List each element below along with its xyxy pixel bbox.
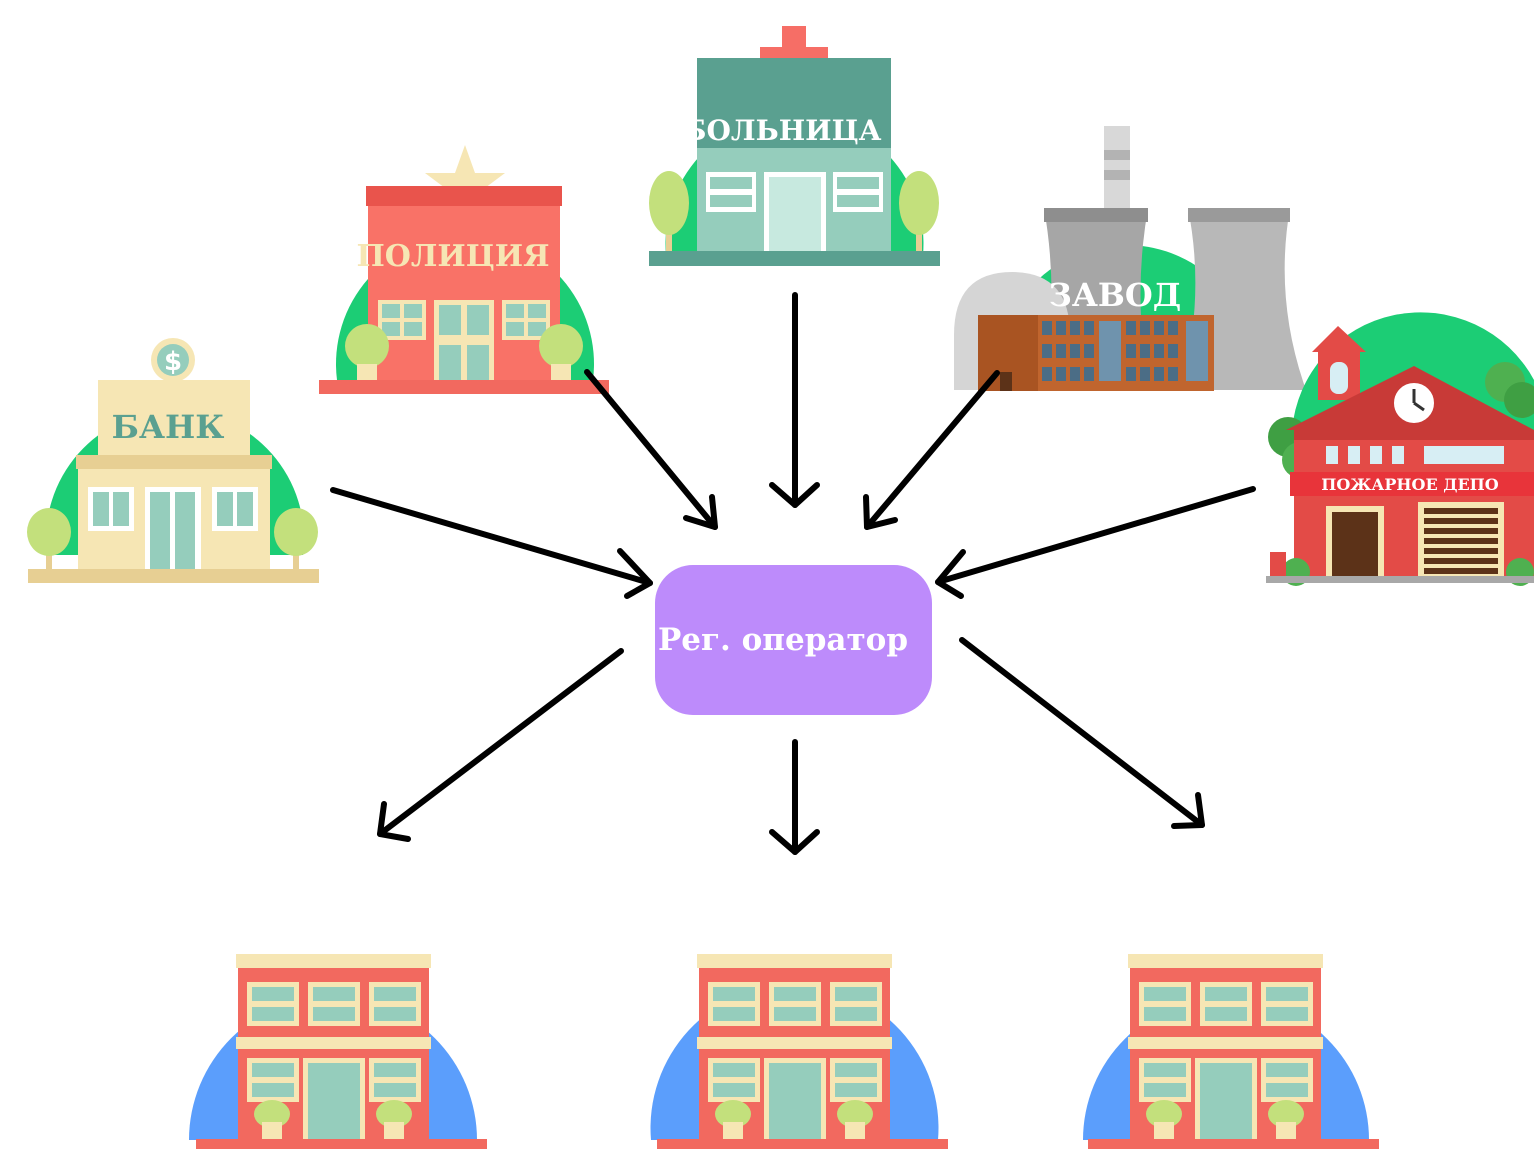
factory-label: ЗАВОД xyxy=(1049,276,1182,314)
factory-building-icon xyxy=(954,126,1306,391)
fire-station-building-icon xyxy=(1266,312,1534,586)
school-node-middle: ШКОЛА xyxy=(650,920,948,1149)
school-node-right: ШКОЛА xyxy=(1083,920,1379,1149)
school-label-right: ШКОЛА xyxy=(1152,920,1299,956)
operator-label: Рег. оператор xyxy=(658,622,908,658)
school-label-left: ШКОЛА xyxy=(259,920,406,956)
bank-node: $ БАНК xyxy=(27,338,319,583)
arrows xyxy=(330,292,1256,855)
arrow-fire-depot-to-operator xyxy=(935,486,1256,599)
arrow-operator-to-school-right xyxy=(959,637,1205,829)
arrow-operator-to-school-left xyxy=(377,648,624,842)
school-label-middle: ШКОЛА xyxy=(720,920,867,956)
arrow-operator-to-school-middle xyxy=(769,739,820,855)
arrow-police-to-operator xyxy=(584,369,718,530)
police-node: ПОЛИЦИЯ xyxy=(319,145,609,394)
bank-label: БАНК xyxy=(112,408,225,446)
operator-node: Рег. оператор xyxy=(655,565,932,715)
hospital-node: БОЛЬНИЦА xyxy=(649,26,940,266)
police-building-icon xyxy=(319,145,609,394)
school-building-icon xyxy=(1083,954,1379,1149)
school-building-icon xyxy=(189,954,487,1149)
hospital-building-icon xyxy=(649,26,940,266)
arrow-factory-to-operator xyxy=(863,370,1000,530)
svg-text:$: $ xyxy=(164,347,182,377)
fire-depot-node: ПОЖАРНОЕ ДЕПО xyxy=(1266,312,1534,586)
factory-node: ЗАВОД xyxy=(954,126,1306,391)
operator-box xyxy=(655,565,932,715)
arrow-hospital-to-operator xyxy=(769,292,820,508)
school-building-icon xyxy=(650,954,948,1149)
school-node-left: ШКОЛА xyxy=(189,920,487,1149)
hospital-label: БОЛЬНИЦА xyxy=(683,114,882,147)
arrow-bank-to-operator xyxy=(330,487,653,599)
bank-building-icon: $ xyxy=(27,338,319,583)
police-label: ПОЛИЦИЯ xyxy=(356,239,549,274)
fire-depot-label: ПОЖАРНОЕ ДЕПО xyxy=(1321,475,1498,494)
